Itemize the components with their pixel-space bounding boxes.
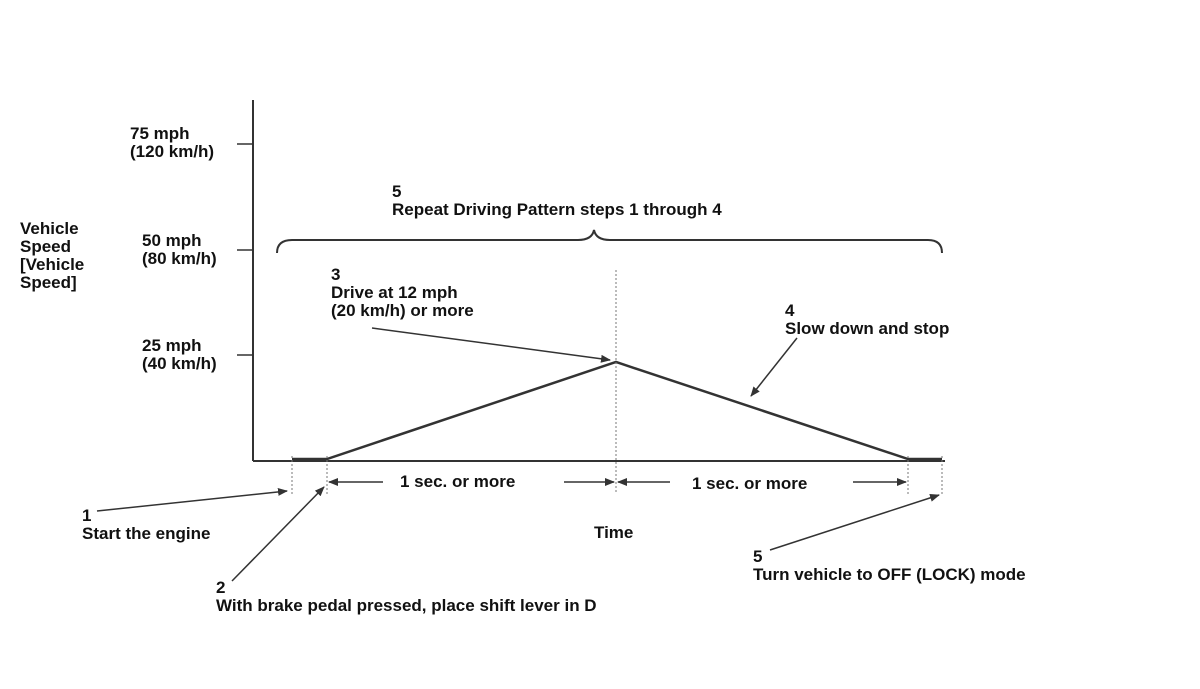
step-3-label: 3 Drive at 12 mph (20 km/h) or more: [331, 266, 474, 320]
step-5-number: 5: [753, 547, 763, 566]
y-tick-label-25mph: 25 mph (40 km/h): [142, 337, 217, 373]
y-axis-title-line-2: Speed: [20, 237, 72, 256]
step-3-text-line-1: Drive at 12 mph: [331, 283, 458, 302]
y-axis-title-line-3: [Vehicle: [20, 255, 85, 274]
step-3-leader-arrow: [371, 327, 611, 363]
step-2-leader-arrow: [231, 486, 325, 582]
step-2-label: 2 With brake pedal pressed, place shift …: [216, 579, 597, 615]
repeat-number: 5: [392, 182, 402, 201]
repeat-label: 5 Repeat Driving Pattern steps 1 through…: [392, 183, 722, 219]
y-axis-title: Vehicle Speed [Vehicle Speed]: [20, 220, 84, 292]
step-1-label: 1 Start the engine: [82, 507, 210, 543]
repeat-text: Repeat Driving Pattern steps 1 through 4: [392, 200, 722, 219]
speed-profile-line: [292, 360, 942, 461]
step-3-text-line-2: (20 km/h) or more: [331, 301, 474, 320]
step-4-leader-arrow: [750, 337, 798, 397]
y-tick-25mph-value: 25 mph: [142, 336, 202, 355]
step-2-number: 2: [216, 578, 226, 597]
y-axis-title-line-1: Vehicle: [20, 219, 79, 238]
step-5-text: Turn vehicle to OFF (LOCK) mode: [753, 565, 1026, 584]
y-tick-label-75mph: 75 mph (120 km/h): [130, 125, 214, 161]
step-4-text: Slow down and stop: [785, 319, 950, 338]
y-tick-50mph-value: 50 mph: [142, 231, 202, 250]
step-1-leader-arrow: [96, 487, 288, 512]
step-3-number: 3: [331, 265, 341, 284]
step-5-label: 5 Turn vehicle to OFF (LOCK) mode: [753, 548, 1026, 584]
step-4-label: 4 Slow down and stop: [785, 302, 949, 338]
duration-label-2: 1 sec. or more: [692, 474, 808, 493]
repeat-brace: [276, 229, 943, 254]
y-tick-75mph-value: 75 mph: [130, 124, 190, 143]
y-axis-title-line-4: Speed]: [20, 273, 77, 292]
step-1-text: Start the engine: [82, 524, 211, 543]
step-1-number: 1: [82, 506, 92, 525]
step-5-leader-arrow: [769, 493, 940, 551]
step-2-text: With brake pedal pressed, place shift le…: [216, 596, 597, 615]
step-4-number: 4: [785, 301, 795, 320]
y-tick-label-50mph: 50 mph (80 km/h): [142, 232, 217, 268]
y-tick-50mph-kmh: (80 km/h): [142, 249, 217, 268]
duration-label-1: 1 sec. or more: [400, 472, 516, 491]
x-axis-title: Time: [594, 523, 634, 542]
y-tick-75mph-kmh: (120 km/h): [130, 142, 215, 161]
y-tick-25mph-kmh: (40 km/h): [142, 354, 217, 373]
